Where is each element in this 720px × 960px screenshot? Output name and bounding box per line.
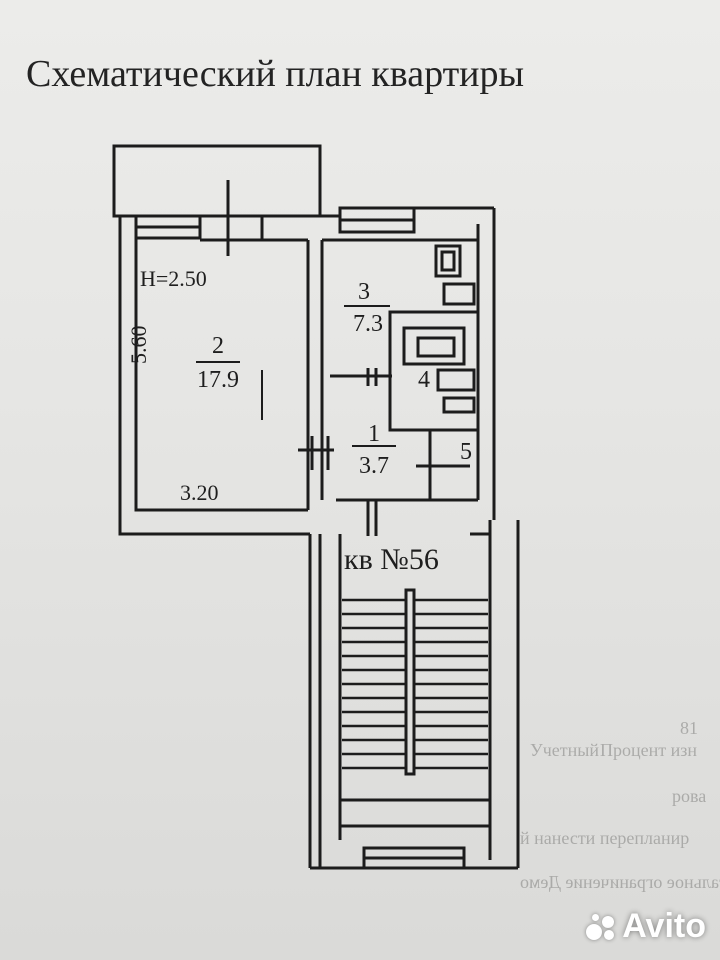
- bg-text-line3: й нанести перепланир: [520, 828, 690, 848]
- avito-logo-icon: [586, 912, 616, 942]
- dimension-horizontal-label: 3.20: [180, 480, 219, 505]
- room-1-number: 1: [368, 421, 380, 447]
- door-marks: [226, 180, 470, 536]
- stair-stringer: [404, 588, 416, 776]
- ceiling-height-label: H=2.50: [140, 266, 207, 291]
- dimension-vertical-label: 5.60: [126, 325, 151, 365]
- page-title: Схематический план квартиры: [26, 53, 525, 95]
- label-fraction-lines: [196, 305, 396, 447]
- stairwell-walls: [308, 520, 520, 870]
- room-3-walls: [320, 238, 478, 500]
- window-right: [338, 206, 416, 234]
- room-2-walls: [200, 238, 310, 510]
- room-2-area: 17.9: [197, 367, 239, 393]
- bg-text-line1-left: 81: [680, 718, 698, 738]
- avito-watermark-text: Avito: [622, 907, 706, 945]
- avito-watermark: Avito: [586, 907, 706, 946]
- bg-text-line1-right: Процент изн: [600, 740, 697, 760]
- room-4-bath: [388, 310, 480, 432]
- stair-steps-right: [414, 598, 488, 770]
- outer-wall-left-block: [118, 216, 310, 536]
- room-3-number: 3: [358, 279, 370, 305]
- kitchen-appliances: [434, 244, 476, 306]
- room-5-number: 5: [460, 439, 472, 465]
- stair-steps-left: [342, 598, 406, 770]
- balcony: [112, 144, 322, 218]
- apartment-number-label: кв №56: [344, 543, 439, 576]
- room-1-area: 3.7: [359, 453, 389, 479]
- bg-text-line1-mid: Учетный: [530, 740, 600, 760]
- room-3-area: 7.3: [353, 311, 383, 337]
- room-2-number: 2: [212, 333, 224, 359]
- room-4-number: 4: [418, 367, 430, 393]
- bg-text-line2: рова: [672, 786, 707, 806]
- stair-landing: [340, 798, 490, 870]
- window-left: [134, 214, 202, 240]
